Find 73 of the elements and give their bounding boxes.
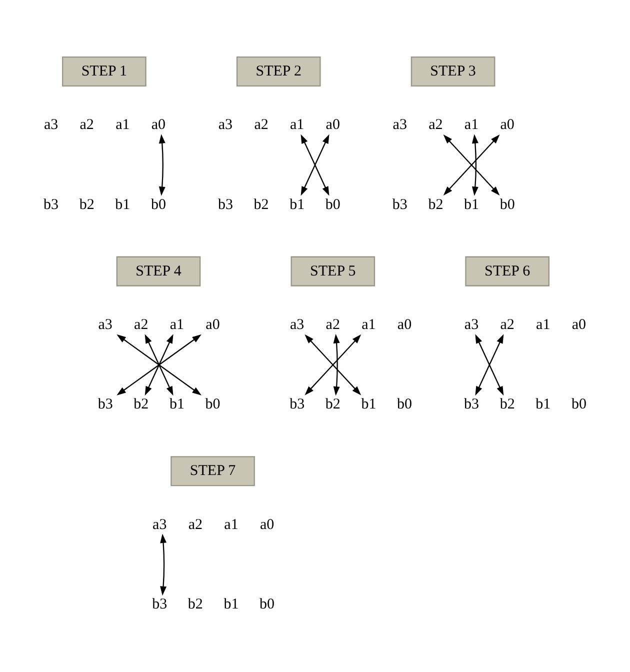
- node-text: b0: [260, 596, 275, 612]
- arrow: [116, 334, 202, 396]
- node-text: a3: [290, 316, 304, 333]
- node-text: b3: [464, 396, 480, 413]
- node-text: b2: [500, 396, 515, 413]
- node-text: b0: [325, 196, 340, 213]
- node-text: b3: [98, 396, 113, 413]
- node-text: b3: [44, 196, 59, 213]
- node-box: STEP 1: [62, 56, 146, 86]
- node-text: b2: [428, 196, 444, 213]
- node-text: a0: [151, 117, 166, 134]
- node-text: b1: [464, 196, 480, 213]
- node-text: a0: [206, 316, 220, 333]
- node-text: b2: [134, 396, 149, 413]
- node-text: a2: [134, 316, 148, 333]
- node-text: b0: [205, 396, 220, 413]
- node-text: b3: [218, 196, 233, 213]
- node-text: b0: [500, 196, 515, 213]
- arrow: [472, 134, 478, 196]
- node-text: a3: [392, 117, 407, 134]
- node-text: b0: [397, 396, 412, 413]
- node-text: b3: [152, 596, 168, 612]
- node-text: a2: [188, 516, 203, 533]
- node-text: a0: [326, 117, 340, 134]
- node-text: a1: [170, 316, 184, 333]
- node-box: STEP 7: [170, 456, 255, 486]
- node-text: a1: [116, 117, 130, 134]
- arrow: [144, 334, 174, 396]
- node-text: a0: [397, 316, 412, 333]
- node-text: b0: [571, 396, 586, 413]
- node-text: b2: [254, 196, 269, 213]
- node-text: b1: [536, 396, 551, 413]
- node-text: a2: [80, 117, 94, 134]
- arrow: [300, 134, 330, 196]
- node-text: a0: [500, 117, 514, 134]
- node-text: b3: [392, 196, 408, 213]
- node-text: a3: [44, 117, 58, 134]
- node-text: a2: [254, 117, 268, 134]
- node-text: a1: [362, 316, 376, 333]
- node-box: STEP 6: [465, 256, 550, 286]
- node-text: a2: [326, 316, 340, 333]
- node-text: a2: [500, 316, 514, 333]
- arrow: [333, 334, 340, 396]
- node-text: a2: [428, 117, 443, 134]
- node-text: a3: [152, 516, 167, 533]
- node-text: a1: [536, 316, 550, 333]
- node-text: a3: [218, 117, 233, 134]
- arrow: [304, 334, 362, 396]
- node-box: STEP 2: [236, 56, 321, 86]
- node-text: b2: [79, 196, 94, 213]
- arrow: [443, 134, 500, 196]
- node-text: a0: [260, 516, 274, 533]
- arrow: [158, 134, 166, 196]
- node-text: a1: [224, 516, 238, 533]
- node-text: b1: [224, 596, 239, 612]
- node-text: b0: [150, 196, 166, 213]
- node-text: b2: [188, 596, 203, 612]
- node-text: a3: [464, 316, 479, 333]
- node-text: a1: [290, 117, 304, 134]
- node-text: a1: [464, 117, 479, 134]
- node-text: a0: [572, 316, 586, 333]
- node-text: b1: [115, 196, 130, 213]
- node-text: b1: [361, 396, 376, 413]
- node-box: STEP 3: [410, 56, 496, 86]
- node-text: b1: [290, 196, 305, 213]
- node-text: b3: [290, 396, 305, 413]
- node-text: b2: [325, 396, 340, 413]
- node-box: STEP 5: [290, 256, 376, 286]
- arrow: [160, 534, 167, 596]
- node-text: a3: [98, 316, 112, 333]
- node-text: b1: [169, 396, 184, 413]
- node-box: STEP 4: [116, 256, 201, 286]
- arrow: [475, 334, 504, 396]
